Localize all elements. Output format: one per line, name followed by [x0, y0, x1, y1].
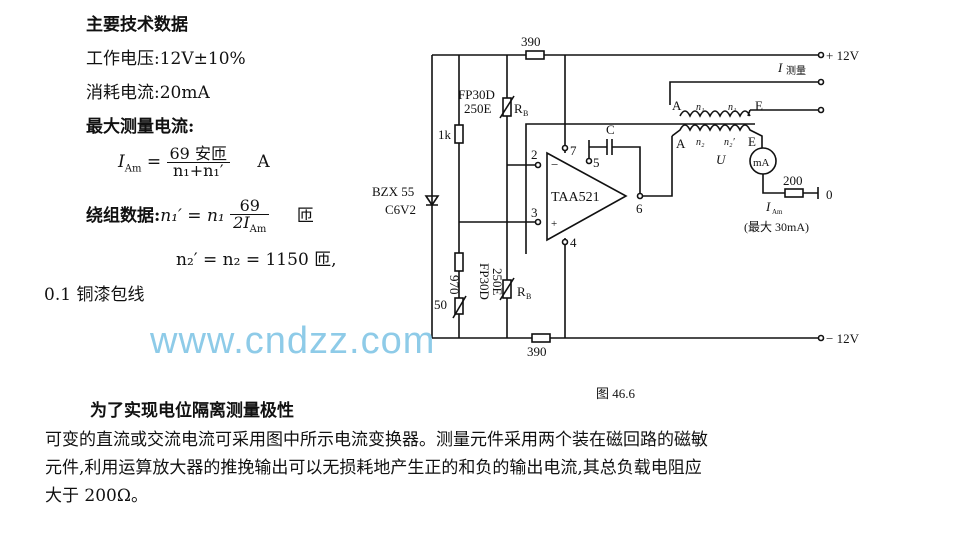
label-meter: mA — [753, 157, 770, 169]
label-390-top: 390 — [521, 34, 541, 49]
terminal-plus12 — [817, 51, 825, 59]
plus-input-sign: + — [551, 218, 557, 230]
winding-den: 2I — [233, 213, 250, 232]
label-zero: 0 — [826, 187, 833, 202]
pot-50 — [454, 297, 464, 315]
resistor-1k — [454, 124, 464, 144]
label-rb-bottom: R — [517, 284, 526, 299]
specs-heading: 主要技术数据 — [86, 15, 188, 35]
label-plus12: + 12V — [826, 48, 860, 63]
resistor-970 — [454, 252, 464, 272]
coil2-n2b: n₂′ — [724, 137, 735, 148]
winding-num: 69 — [230, 198, 270, 215]
formula-lhs-sub: Am — [124, 163, 142, 175]
coil1-a: A — [672, 98, 682, 113]
coil1-n1: n₁ — [696, 102, 704, 113]
power-rails — [432, 54, 818, 339]
label-fp30d-bottom: FP30D — [477, 263, 492, 300]
label-970: 970 — [447, 275, 462, 295]
resistor-390-bottom — [531, 333, 551, 343]
terminal-minus12 — [817, 334, 825, 342]
label-fp30d-top: FP30D — [458, 87, 495, 102]
label-zener2: C6V2 — [385, 202, 416, 217]
pot-rb-top-arrow — [499, 95, 515, 119]
figure-caption: 图 46.6 — [596, 386, 636, 401]
watermark: www.cndzz.com — [150, 320, 436, 362]
label-rb-bottom-sub: B — [526, 292, 531, 301]
pin-5: 5 — [593, 155, 600, 170]
coil1-e: E — [755, 98, 763, 113]
pin-3: 3 — [531, 205, 538, 220]
label-minus12: − 12V — [826, 331, 860, 346]
label-u: U — [716, 152, 727, 167]
label-250e-bottom: 250E — [490, 268, 505, 296]
spec-voltage: 工作电压:12V±10% — [86, 49, 246, 69]
opamp-taa521 — [546, 151, 628, 242]
label-200: 200 — [783, 173, 803, 188]
label-iam: I — [765, 199, 771, 214]
resistor-200 — [784, 188, 804, 198]
winding-den-sub: Am — [249, 224, 267, 236]
label-390-bottom: 390 — [527, 344, 547, 359]
label-cap: C — [606, 122, 615, 137]
minus-input-sign: − — [551, 157, 558, 172]
winding-unit: 匝 — [296, 206, 314, 227]
label-50: 50 — [434, 297, 447, 312]
label-imeas: I — [777, 60, 783, 75]
pot-rb-bottom-arrow — [499, 277, 515, 301]
zener-diode — [424, 195, 440, 207]
formula-eq: = — [146, 152, 162, 172]
coil1-n1b: n₁ — [728, 102, 736, 113]
coil2-a: A — [676, 136, 686, 151]
formula-den: n₁+n₁′ — [172, 161, 224, 180]
body-line-3: 元件,利用运算放大器的推挽输出可以无损耗地产生正的和负的输出电流,其总负载电阻应 — [45, 458, 702, 478]
winding-lhs: n₁′ = n₁ — [160, 206, 225, 227]
formula-lhs: I — [118, 152, 125, 172]
label-rb-top: R — [514, 101, 523, 116]
primary-coil — [679, 109, 751, 118]
label-zener1: BZX 55 — [372, 184, 414, 199]
wires-inputs — [459, 123, 755, 254]
body-line-2: 可变的直流或交流电流可采用图中所示电流变换器。测量元件采用两个装在磁回路的磁敏 — [45, 430, 708, 450]
label-250e-top: 250E — [464, 101, 492, 116]
winding-label: 绕组数据: — [86, 206, 161, 227]
label-rb-top-sub: B — [523, 109, 528, 118]
pot-50-arrow — [452, 295, 467, 319]
pin-6: 6 — [636, 201, 643, 216]
pin-2: 2 — [531, 147, 538, 162]
terminal-imeas — [817, 78, 825, 86]
body-line-4: 大于 200Ω。 — [45, 486, 148, 506]
body-line-1: 为了实现电位隔离测量极性 — [90, 401, 294, 421]
formula-num: 69 安匝 — [166, 146, 230, 163]
label-max30: (最大 30mA) — [744, 220, 809, 234]
formula-n2: n₂′ = n₂ = 1150 匝, — [176, 250, 337, 270]
label-opamp: TAA521 — [551, 190, 600, 205]
pin-4: 4 — [570, 235, 577, 250]
pin-7: 7 — [570, 143, 577, 158]
terminal-e — [817, 106, 825, 114]
label-iam-sub: Am — [772, 208, 783, 216]
label-imeas-sub: 测量 — [786, 64, 806, 77]
resistor-390-top — [525, 50, 545, 60]
secondary-coil — [671, 124, 763, 148]
label-1k: 1k — [438, 127, 452, 142]
coil2-n2: n₂ — [696, 137, 705, 148]
capacitor-c — [606, 139, 613, 155]
coil2-e: E — [748, 134, 756, 149]
wires-vertical — [431, 55, 566, 338]
spec-wire: 0.1 铜漆包线 — [44, 285, 145, 305]
spec-current: 消耗电流:20mA — [86, 83, 210, 103]
formula-unit: A — [257, 152, 270, 172]
spec-max-current-label: 最大测量电流: — [86, 117, 195, 137]
